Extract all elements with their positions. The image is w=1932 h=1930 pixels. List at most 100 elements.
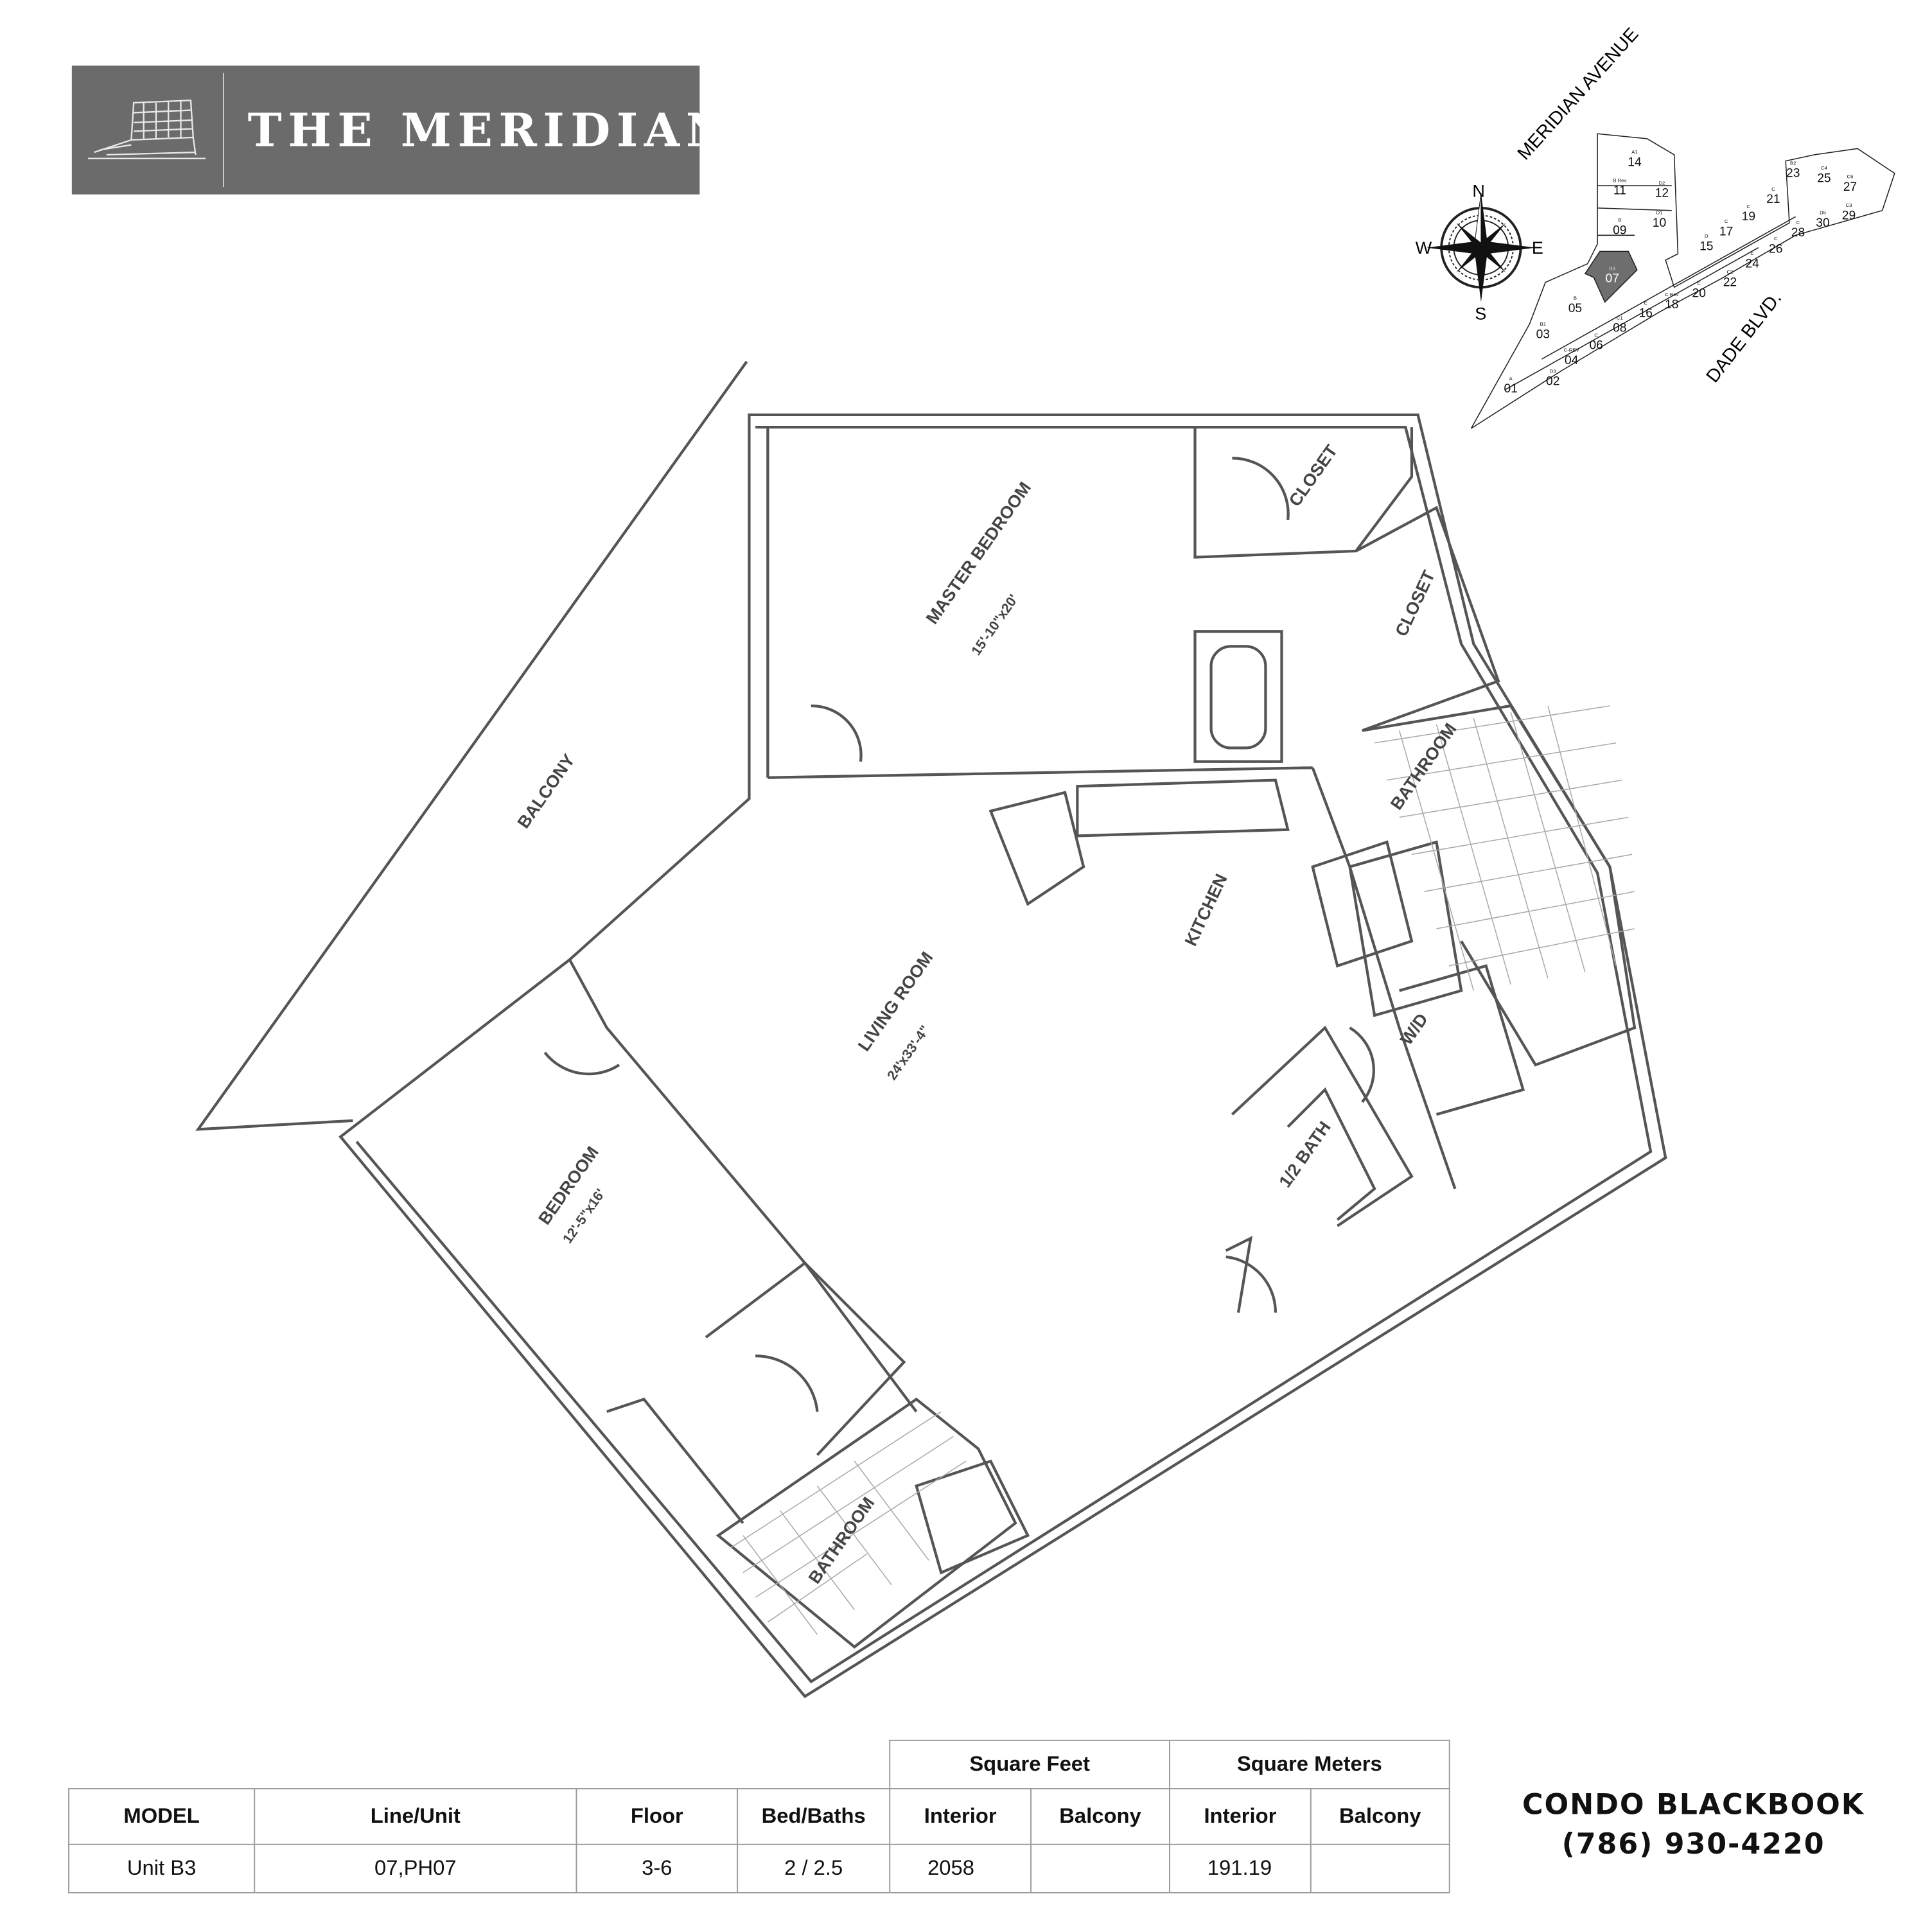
unit-type: C1 bbox=[1617, 315, 1623, 320]
unit-spec-table: Square Feet Square Meters MODEL Line/Uni… bbox=[68, 1739, 1450, 1893]
header-sqft-interior: Interior bbox=[889, 1788, 1032, 1845]
unit-number[interactable]: 30 bbox=[1816, 216, 1829, 230]
unit-type: C6 bbox=[1847, 174, 1854, 180]
unit-number[interactable]: 09 bbox=[1613, 224, 1626, 237]
header-bed-baths: Bed/Baths bbox=[737, 1788, 891, 1845]
compass-w: W bbox=[1416, 238, 1432, 258]
unit-number[interactable]: 19 bbox=[1742, 210, 1755, 224]
cell-line-unit: 07,PH07 bbox=[254, 1843, 577, 1893]
label-master-bedroom-dims: 15'-10"x20' bbox=[969, 592, 1021, 658]
unit-type: C3 bbox=[1846, 202, 1852, 208]
condo-blackbook-brand: CONDO BLACKBOOK (786) 930-4220 bbox=[1480, 1785, 1907, 1864]
unit-number[interactable]: 10 bbox=[1653, 216, 1666, 230]
unit-number[interactable]: 17 bbox=[1719, 225, 1733, 238]
building-outline bbox=[1470, 133, 1895, 429]
group-header-square-feet: Square Feet bbox=[889, 1739, 1170, 1789]
unit-type: C bbox=[1644, 300, 1648, 306]
unit-number[interactable]: 05 bbox=[1568, 302, 1582, 315]
unit-number[interactable]: 29 bbox=[1842, 209, 1856, 222]
tile-pattern bbox=[730, 705, 1635, 1635]
compass-n: N bbox=[1472, 182, 1485, 201]
cell-sqm-interior: 191.19 bbox=[1169, 1843, 1312, 1893]
unit-type: B bbox=[1618, 217, 1621, 223]
unit-type: D5 bbox=[1820, 210, 1826, 216]
header-model: MODEL bbox=[68, 1788, 256, 1845]
label-kitchen: KITCHEN bbox=[1181, 871, 1231, 949]
label-living-room-dims: 24'x33'-4" bbox=[884, 1023, 933, 1083]
unit-number[interactable]: 21 bbox=[1766, 193, 1780, 206]
unit-number[interactable]: 18 bbox=[1665, 298, 1678, 311]
label-closet-1: CLOSET bbox=[1285, 441, 1342, 510]
unit-number[interactable]: 01 bbox=[1504, 382, 1517, 396]
label-bathroom: BATHROOM bbox=[805, 1494, 879, 1588]
unit-number[interactable]: 03 bbox=[1536, 328, 1550, 341]
header-floor: Floor bbox=[575, 1788, 739, 1845]
unit-number[interactable]: 14 bbox=[1628, 155, 1642, 169]
unit-type: C2 bbox=[1726, 269, 1733, 275]
unit-number[interactable]: 16 bbox=[1639, 307, 1653, 320]
table-row: Unit B3 07,PH07 3-6 2 / 2.5 2058 191.19 bbox=[68, 1843, 1450, 1893]
unit-number[interactable]: 26 bbox=[1769, 242, 1782, 256]
unit-type: B2 bbox=[1790, 160, 1796, 166]
logo-title: THE MERIDIAN bbox=[247, 103, 734, 157]
unit-type: C-REV bbox=[1564, 347, 1580, 353]
selected-unit-07[interactable] bbox=[1584, 250, 1638, 303]
meridian-logo: THE MERIDIAN bbox=[71, 66, 728, 195]
header-sqm-interior: Interior bbox=[1169, 1788, 1312, 1845]
unit-type: B Rev bbox=[1613, 177, 1626, 183]
unit-number[interactable]: 25 bbox=[1817, 171, 1831, 185]
logo-divider bbox=[223, 73, 224, 188]
brand-name-bold: BLACKBOOK bbox=[1656, 1789, 1865, 1822]
unit-number[interactable]: 23 bbox=[1786, 167, 1800, 180]
unit-type: D3 bbox=[1550, 368, 1556, 374]
unit-number[interactable]: 11 bbox=[1613, 184, 1626, 198]
unit-number[interactable]: 20 bbox=[1692, 287, 1705, 301]
header-sqm-balcony: Balcony bbox=[1310, 1788, 1450, 1845]
unit-number[interactable]: 08 bbox=[1613, 322, 1626, 335]
unit-type: D1 bbox=[1656, 210, 1663, 216]
cell-floor: 3-6 bbox=[575, 1843, 739, 1893]
floor-plan: BALCONY MASTER BEDROOM 15'-10"x20' CLOSE… bbox=[195, 360, 1667, 1699]
unit-type: B3 bbox=[1610, 265, 1615, 271]
unit-type: A bbox=[1509, 376, 1513, 382]
unit-type: A1 bbox=[1631, 149, 1637, 155]
unit-number[interactable]: 27 bbox=[1843, 180, 1857, 194]
unit-type: C bbox=[1697, 280, 1701, 286]
unit-number[interactable]: 22 bbox=[1723, 276, 1737, 289]
brand-phone[interactable]: (786) 930-4220 bbox=[1561, 1829, 1825, 1861]
unit-number[interactable]: 06 bbox=[1589, 339, 1603, 353]
building-sketch-icon bbox=[87, 99, 206, 159]
unit-type: D2 bbox=[1658, 180, 1665, 186]
cell-model: Unit B3 bbox=[68, 1843, 256, 1893]
unit-type: C bbox=[1725, 218, 1728, 224]
header-sqft-balcony: Balcony bbox=[1030, 1788, 1170, 1845]
unit-type: C bbox=[1747, 204, 1751, 209]
unit-number[interactable]: 02 bbox=[1546, 375, 1559, 389]
unit-number[interactable]: 12 bbox=[1655, 187, 1669, 200]
floor-plan-walls bbox=[195, 360, 1667, 1699]
unit-type: C bbox=[1594, 332, 1598, 338]
unit-type: B1 bbox=[1540, 321, 1546, 327]
unit-type: B bbox=[1574, 295, 1577, 301]
compass-rose-icon bbox=[1427, 193, 1536, 303]
unit-number[interactable]: 24 bbox=[1745, 257, 1759, 270]
label-half-bath: 1/2 BATH bbox=[1275, 1118, 1334, 1191]
unit-number[interactable]: 04 bbox=[1565, 354, 1579, 367]
unit-type: C bbox=[1774, 236, 1778, 241]
compass-s: S bbox=[1475, 304, 1486, 323]
label-wd: W/D bbox=[1396, 1010, 1432, 1048]
unit-type: C4 bbox=[1821, 165, 1828, 171]
unit-type: D bbox=[1705, 233, 1708, 239]
unit-type: C bbox=[1771, 186, 1775, 192]
brand-name-light: CONDO bbox=[1522, 1789, 1646, 1822]
unit-number[interactable]: 07 bbox=[1606, 272, 1619, 286]
compass-e: E bbox=[1532, 238, 1543, 258]
unit-number[interactable]: 15 bbox=[1699, 240, 1713, 253]
group-header-square-meters: Square Meters bbox=[1169, 1739, 1450, 1789]
header-line-unit: Line/Unit bbox=[254, 1788, 577, 1845]
unit-type: C bbox=[1796, 220, 1800, 225]
unit-number[interactable]: 28 bbox=[1791, 226, 1805, 240]
